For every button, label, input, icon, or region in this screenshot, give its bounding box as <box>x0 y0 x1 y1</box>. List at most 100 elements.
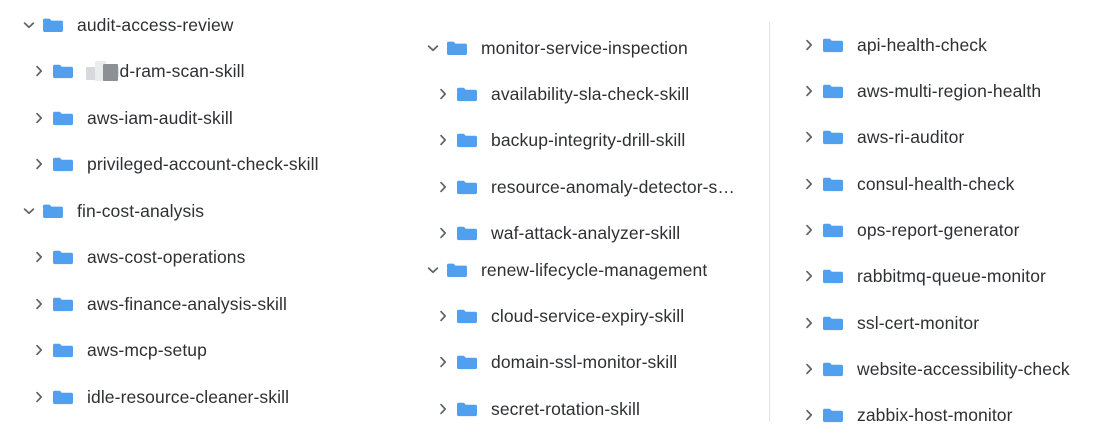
tree-item-folder[interactable]: rabbitmq-queue-monitor <box>770 261 1046 291</box>
tree-item-label: waf-attack-analyzer-skill <box>491 223 681 243</box>
tree-item-label: cloud-ram-scan-skill <box>87 61 245 81</box>
tree-item-label: consul-health-check <box>857 174 1015 194</box>
folder-closed-icon <box>52 293 78 315</box>
folder-closed-icon <box>52 153 78 175</box>
tree-item-folder[interactable]: aws-mcp-setup <box>0 335 207 365</box>
folder-closed-icon <box>456 351 482 373</box>
tree-item-folder[interactable]: aws-cost-operations <box>0 242 246 272</box>
tree-item-group[interactable]: renew-lifecycle-management <box>404 255 707 285</box>
chevron-right-icon[interactable] <box>798 265 820 287</box>
tree-column-2: monitor-service-inspection availability-s… <box>404 0 770 433</box>
folder-closed-icon <box>822 126 848 148</box>
chevron-right-icon[interactable] <box>28 153 50 175</box>
tree-item-folder[interactable]: cloud-service-expiry-skill <box>404 301 684 331</box>
chevron-right-icon[interactable] <box>798 219 820 241</box>
tree-item-label: aws-ri-auditor <box>857 127 965 147</box>
tree-item-label: privileged-account-check-skill <box>87 154 319 174</box>
tree-item-folder[interactable]: consul-health-check <box>770 169 1015 199</box>
column-divider <box>769 22 770 422</box>
chevron-right-icon[interactable] <box>28 246 50 268</box>
folder-closed-icon <box>456 176 482 198</box>
tree-item-folder[interactable]: aws-iam-audit-skill <box>0 103 233 133</box>
folder-closed-icon <box>456 222 482 244</box>
tree-item-label: backup-integrity-drill-skill <box>491 130 686 150</box>
chevron-right-icon[interactable] <box>28 339 50 361</box>
chevron-right-icon[interactable] <box>432 83 454 105</box>
chevron-right-icon[interactable] <box>432 351 454 373</box>
chevron-down-icon[interactable] <box>18 14 40 36</box>
folder-closed-icon <box>822 404 848 426</box>
tree-item-folder[interactable]: cloud-ram-scan-skill <box>0 56 245 86</box>
chevron-right-icon[interactable] <box>798 80 820 102</box>
tree-item-folder[interactable]: privileged-account-check-skill <box>0 149 319 179</box>
tree-item-folder[interactable]: backup-integrity-drill-skill <box>404 125 685 155</box>
chevron-right-icon[interactable] <box>432 305 454 327</box>
tree-item-folder[interactable]: resource-anomaly-detector-s… <box>404 172 735 202</box>
chevron-right-icon[interactable] <box>798 126 820 148</box>
folder-closed-icon <box>822 34 848 56</box>
tree-item-label: ssl-cert-monitor <box>857 313 980 333</box>
tree-item-label: idle-resource-cleaner-skill <box>87 387 290 407</box>
folder-open-icon <box>42 14 68 36</box>
chevron-down-icon[interactable] <box>422 37 444 59</box>
tree-item-label: aws-cost-operations <box>87 247 246 267</box>
folder-closed-icon <box>52 107 78 129</box>
tree-item-label: domain-ssl-monitor-skill <box>491 352 678 372</box>
tree-item-folder[interactable]: domain-ssl-monitor-skill <box>404 347 677 377</box>
tree-item-folder[interactable]: zabbix-host-monitor <box>770 400 1013 430</box>
folder-open-icon <box>42 200 68 222</box>
tree-item-label: aws-iam-audit-skill <box>87 108 233 128</box>
tree-item-folder[interactable]: ops-report-generator <box>770 215 1020 245</box>
tree-item-label: api-health-check <box>857 35 988 55</box>
chevron-right-icon[interactable] <box>432 129 454 151</box>
chevron-right-icon[interactable] <box>798 312 820 334</box>
chevron-right-icon[interactable] <box>432 222 454 244</box>
tree-item-label: resource-anomaly-detector-s… <box>491 177 735 197</box>
tree-item-label: fin-cost-analysis <box>77 201 205 221</box>
folder-closed-icon <box>456 305 482 327</box>
chevron-right-icon[interactable] <box>798 358 820 380</box>
chevron-right-icon[interactable] <box>432 176 454 198</box>
folder-closed-icon <box>52 339 78 361</box>
tree-item-folder[interactable]: availability-sla-check-skill <box>404 79 689 109</box>
tree-column-1: audit-access-review cloud-ram-scan-skill a… <box>0 0 400 433</box>
tree-item-folder[interactable]: secret-rotation-skill <box>404 394 640 424</box>
chevron-right-icon[interactable] <box>28 107 50 129</box>
folder-closed-icon <box>456 129 482 151</box>
tree-item-group[interactable]: monitor-service-inspection <box>404 33 688 63</box>
tree-item-label: renew-lifecycle-management <box>481 260 708 280</box>
tree-item-label: aws-multi-region-health <box>857 81 1042 101</box>
tree-item-label: monitor-service-inspection <box>481 38 688 58</box>
tree-item-group[interactable]: fin-cost-analysis <box>0 196 204 226</box>
chevron-right-icon[interactable] <box>28 60 50 82</box>
tree-item-folder[interactable]: aws-multi-region-health <box>770 76 1041 106</box>
folder-open-icon <box>446 37 472 59</box>
chevron-right-icon[interactable] <box>28 386 50 408</box>
tree-item-group[interactable]: audit-access-review <box>0 10 234 40</box>
tree-item-label: ops-report-generator <box>857 220 1020 240</box>
tree-item-folder[interactable]: api-health-check <box>770 30 987 60</box>
tree-item-label: availability-sla-check-skill <box>491 84 690 104</box>
tree-item-folder[interactable]: website-accessibility-check <box>770 354 1070 384</box>
tree-item-folder[interactable]: aws-ri-auditor <box>770 122 964 152</box>
chevron-right-icon[interactable] <box>798 173 820 195</box>
folder-closed-icon <box>52 60 78 82</box>
folder-closed-icon <box>52 386 78 408</box>
tree-item-folder[interactable]: ssl-cert-monitor <box>770 308 979 338</box>
folder-closed-icon <box>822 173 848 195</box>
folder-closed-icon <box>822 219 848 241</box>
tree-item-folder[interactable]: aws-finance-analysis-skill <box>0 289 287 319</box>
tree-item-label: rabbitmq-queue-monitor <box>857 266 1046 286</box>
chevron-right-icon[interactable] <box>798 34 820 56</box>
chevron-right-icon[interactable] <box>798 404 820 426</box>
tree-item-label: aws-mcp-setup <box>87 340 207 360</box>
chevron-down-icon[interactable] <box>18 200 40 222</box>
chevron-right-icon[interactable] <box>28 293 50 315</box>
folder-closed-icon <box>822 80 848 102</box>
tree-item-folder[interactable]: waf-attack-analyzer-skill <box>404 218 680 248</box>
chevron-right-icon[interactable] <box>432 398 454 420</box>
tree-item-folder[interactable]: idle-resource-cleaner-skill <box>0 382 289 412</box>
tree-column-3: api-health-check aws-multi-region-health a… <box>770 0 1119 433</box>
chevron-down-icon[interactable] <box>422 259 444 281</box>
